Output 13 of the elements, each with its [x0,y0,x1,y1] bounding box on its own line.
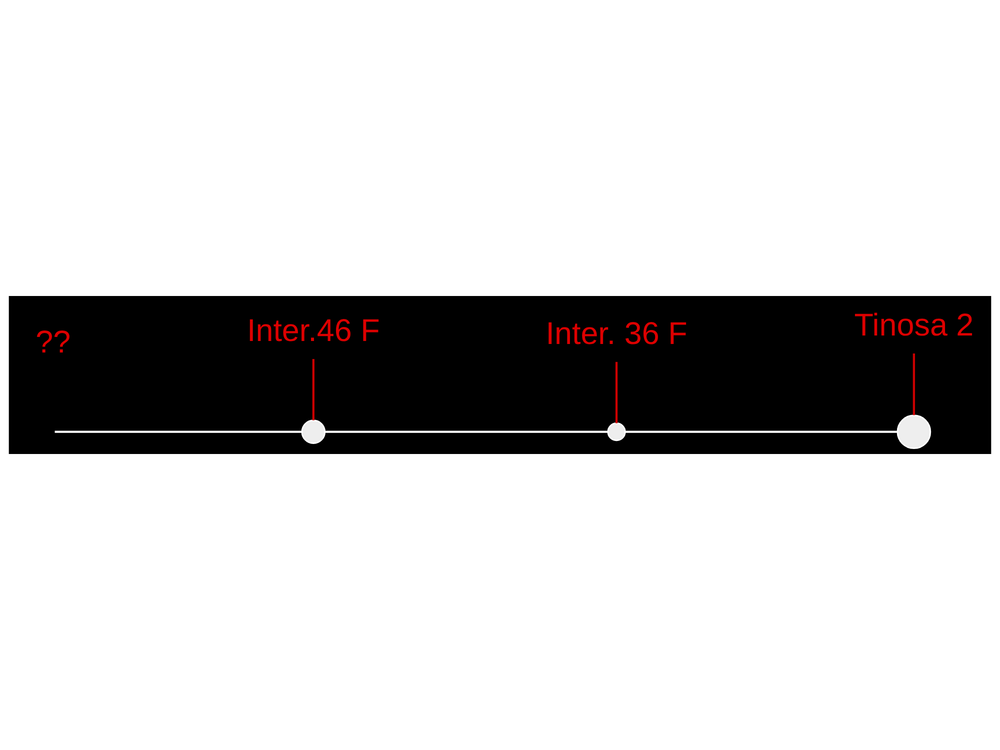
label: ?? [36,324,71,360]
node-text: Tinosa 2 [854,307,974,342]
connector [615,362,618,424]
node-circle [301,420,326,444]
connector [325,430,608,433]
connector [312,359,314,420]
connector [54,430,302,433]
node-circle [896,414,932,449]
node-text: Inter.46 F [246,313,380,348]
connector [912,353,916,416]
connector [625,430,898,433]
node-circle [607,422,626,442]
node-text: Inter. 36 F [546,316,688,352]
